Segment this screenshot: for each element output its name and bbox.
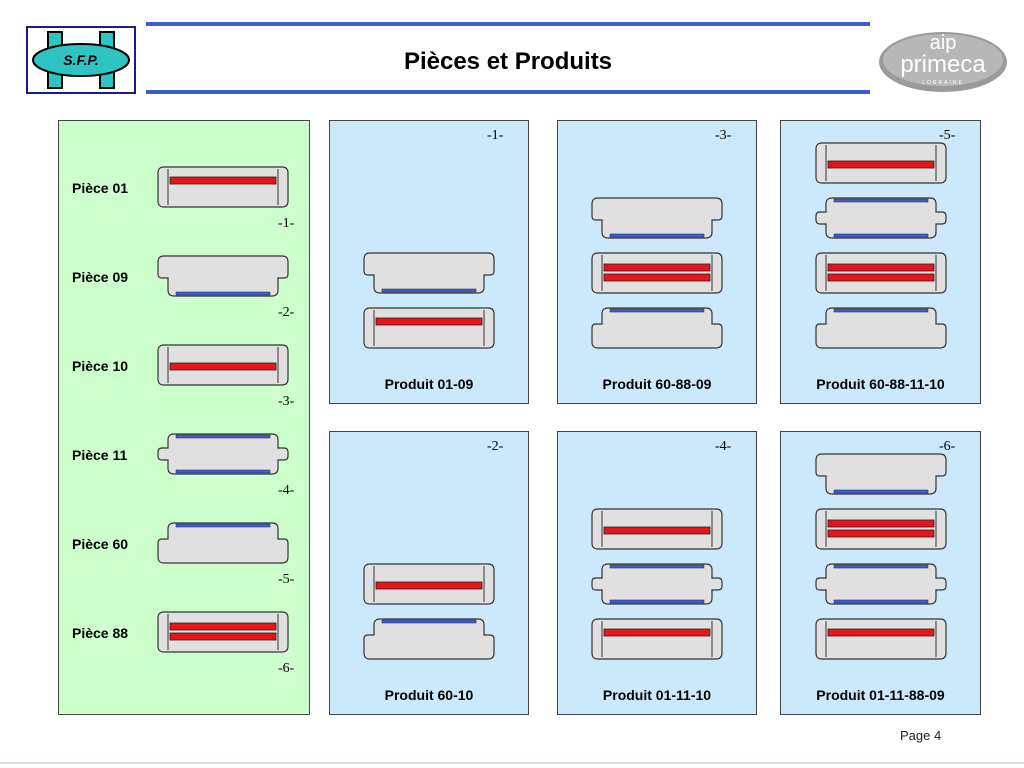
- page-number: Page 4: [900, 728, 942, 743]
- product-piece-p10: [591, 508, 723, 550]
- product-piece-p60: [363, 618, 495, 660]
- product-number: -1-: [487, 128, 504, 143]
- product-piece-p60: [591, 307, 723, 349]
- blue-strip: [833, 233, 928, 238]
- piece-shape-p01: [157, 166, 289, 208]
- blue-strip: [609, 599, 705, 604]
- piece-shape-p88: [157, 611, 289, 653]
- product-piece-p01: [814, 618, 947, 660]
- blue-strip: [175, 434, 271, 439]
- red-bar: [827, 263, 934, 272]
- red-bar: [827, 519, 934, 528]
- red-bar: [603, 273, 711, 282]
- product-number: -4-: [715, 439, 732, 454]
- product-piece-p60: [814, 307, 947, 349]
- red-bar: [603, 526, 711, 535]
- product-number: -3-: [715, 128, 732, 143]
- product-label: Produit 01-11-10: [602, 687, 712, 703]
- red-bar: [603, 263, 711, 272]
- blue-strip: [609, 308, 705, 313]
- blue-strip: [609, 564, 705, 569]
- blue-strip: [381, 288, 477, 293]
- product-label: Produit 60-10: [384, 687, 474, 703]
- piece-label: Pièce 10: [72, 358, 129, 374]
- blue-strip: [381, 619, 477, 624]
- blue-strip: [175, 469, 271, 474]
- red-bar: [603, 628, 711, 637]
- sfp-logo-text: S.F.P.: [63, 52, 99, 68]
- blue-strip: [833, 599, 928, 604]
- piece-number: -5-: [278, 572, 295, 587]
- blue-strip: [833, 198, 928, 203]
- piece-label: Pièce 09: [72, 269, 129, 285]
- product-label: Produit 60-88-09: [602, 376, 712, 392]
- piece-label: Pièce 11: [72, 447, 128, 463]
- blue-strip: [833, 489, 928, 494]
- red-bar: [375, 581, 483, 590]
- header-bottom-rule: [146, 90, 870, 94]
- piece-shape-p10: [157, 344, 289, 386]
- product-piece-p88: [591, 252, 723, 294]
- aip-primeca-logo: aip primeca LORRAINE: [876, 22, 1010, 94]
- piece-number: -1-: [278, 216, 295, 231]
- product-label: Produit 01-09: [384, 376, 474, 392]
- red-bar: [169, 632, 277, 641]
- sfp-logo: S.F.P.: [26, 26, 136, 94]
- red-bar: [827, 628, 934, 637]
- product-number: -2-: [487, 439, 504, 454]
- piece-shape-p60: [157, 522, 289, 564]
- product-piece-p88: [814, 252, 947, 294]
- product-piece-p01: [363, 307, 495, 349]
- header-top-rule: [146, 22, 870, 26]
- red-bar: [169, 622, 277, 631]
- blue-strip: [833, 308, 928, 313]
- piece-number: -2-: [278, 305, 295, 320]
- product-label: Produit 01-11-88-09: [816, 687, 945, 703]
- product-label: Produit 60-88-11-10: [816, 376, 945, 392]
- product-piece-p01: [591, 618, 723, 660]
- piece-shape-p09: [157, 255, 289, 297]
- blue-strip: [175, 523, 271, 528]
- product-piece-p11: [814, 197, 947, 239]
- piece-number: -3-: [278, 394, 295, 409]
- product-piece-p09: [363, 252, 495, 294]
- product-number: -6-: [939, 439, 956, 454]
- piece-label: Pièce 01: [72, 180, 129, 196]
- blue-strip: [833, 564, 928, 569]
- red-bar: [827, 273, 934, 282]
- piece-number: -4-: [278, 483, 295, 498]
- product-piece-p09: [591, 197, 723, 239]
- red-bar: [169, 362, 277, 371]
- lorraine-text: LORRAINE: [922, 80, 964, 86]
- product-piece-p10: [814, 142, 947, 184]
- product-piece-p09: [814, 453, 947, 495]
- page-title: Pièces et Produits: [403, 48, 613, 75]
- aip-text: aip: [930, 32, 957, 54]
- red-bar: [375, 317, 483, 326]
- red-bar: [169, 176, 277, 185]
- red-bar: [827, 529, 934, 538]
- footer-rule: [0, 762, 1024, 764]
- primeca-text: primeca: [900, 51, 986, 78]
- piece-label: Pièce 60: [72, 536, 129, 552]
- piece-label: Pièce 88: [72, 625, 129, 641]
- product-piece-p11: [814, 563, 947, 605]
- product-piece-p11: [591, 563, 723, 605]
- product-piece-p10: [363, 563, 495, 605]
- red-bar: [827, 160, 934, 169]
- product-number: -5-: [939, 128, 956, 143]
- piece-number: -6-: [278, 661, 295, 676]
- piece-shape-p11: [157, 433, 289, 475]
- blue-strip: [175, 291, 271, 296]
- product-piece-p88: [814, 508, 947, 550]
- blue-strip: [609, 233, 705, 238]
